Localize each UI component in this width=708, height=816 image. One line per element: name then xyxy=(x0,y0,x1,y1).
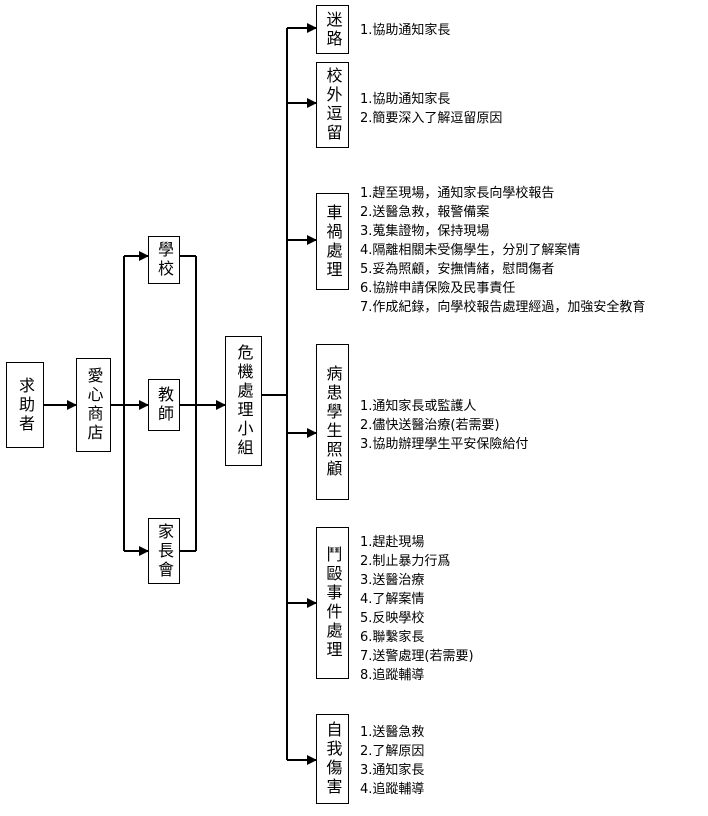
step-item: 4.了解案情 xyxy=(360,592,425,607)
steps-self-harm: 1.送醫急救 2.了解原因 3.通知家長 4.追蹤輔導 xyxy=(360,723,424,799)
step-item: 1.趕至現場，通知家長向學校報告 xyxy=(360,186,555,201)
step-item: 1.協助通知家長 xyxy=(360,92,451,107)
school-box: 學校 xyxy=(148,236,180,284)
category-traffic-accident: 車禍處理 xyxy=(316,193,349,290)
steps-loitering: 1.協助通知家長 2.簡要深入了解逗留原因 xyxy=(360,90,502,128)
category-sick-student: 病患學生照顧 xyxy=(316,344,349,500)
step-item: 2.了解原因 xyxy=(360,744,425,759)
step-item: 3.蒐集證物，保持現場 xyxy=(360,224,490,239)
shop-box: 愛心商店 xyxy=(76,358,111,452)
step-item: 3.協助辦理學生平安保險給付 xyxy=(360,437,529,452)
step-item: 2.送醫急救，報警備案 xyxy=(360,205,490,220)
step-item: 8.追蹤輔導 xyxy=(360,668,425,683)
step-item: 4.追蹤輔導 xyxy=(360,782,425,797)
steps-fighting: 1.趕赴現場 2.制止暴力行爲 3.送醫治療 4.了解案情 5.反映學校 6.聯… xyxy=(360,533,474,685)
teacher-box: 教師 xyxy=(148,379,180,431)
step-item: 1.通知家長或監護人 xyxy=(360,399,477,414)
step-item: 2.簡要深入了解逗留原因 xyxy=(360,111,503,126)
step-item: 6.聯繫家長 xyxy=(360,630,425,645)
step-item: 3.送醫治療 xyxy=(360,573,425,588)
seeker-box: 求助者 xyxy=(6,362,44,448)
category-lost: 迷路 xyxy=(316,5,349,54)
step-item: 3.通知家長 xyxy=(360,763,425,778)
steps-traffic-accident: 1.趕至現場，通知家長向學校報告 2.送醫急救，報警備案 3.蒐集證物，保持現場… xyxy=(360,184,645,317)
step-item: 4.隔離相關未受傷學生，分別了解案情 xyxy=(360,243,581,258)
step-item: 2.儘快送醫治療(若需要) xyxy=(360,418,500,433)
step-item: 5.反映學校 xyxy=(360,611,425,626)
steps-lost: 1.協助通知家長 xyxy=(360,21,450,40)
step-item: 5.妥為照顧，安撫情緒，慰問傷者 xyxy=(360,262,555,277)
step-item: 6.協辦申請保險及民事責任 xyxy=(360,281,516,296)
step-item: 1.協助通知家長 xyxy=(360,23,451,38)
step-item: 7.送警處理(若需要) xyxy=(360,649,474,664)
step-item: 7.作成紀錄，向學校報告處理經過，加強安全教育 xyxy=(360,300,646,315)
crisis-team-box: 危機處理小組 xyxy=(225,336,262,466)
step-item: 1.趕赴現場 xyxy=(360,535,425,550)
step-item: 2.制止暴力行爲 xyxy=(360,554,451,569)
category-self-harm: 自我傷害 xyxy=(316,714,349,804)
category-fighting: 鬥毆事件處理 xyxy=(316,527,349,679)
step-item: 1.送醫急救 xyxy=(360,725,425,740)
steps-sick-student: 1.通知家長或監護人 2.儘快送醫治療(若需要) 3.協助辦理學生平安保險給付 xyxy=(360,397,528,454)
parents-box: 家長會 xyxy=(148,518,180,584)
category-loitering: 校外逗留 xyxy=(316,62,349,148)
